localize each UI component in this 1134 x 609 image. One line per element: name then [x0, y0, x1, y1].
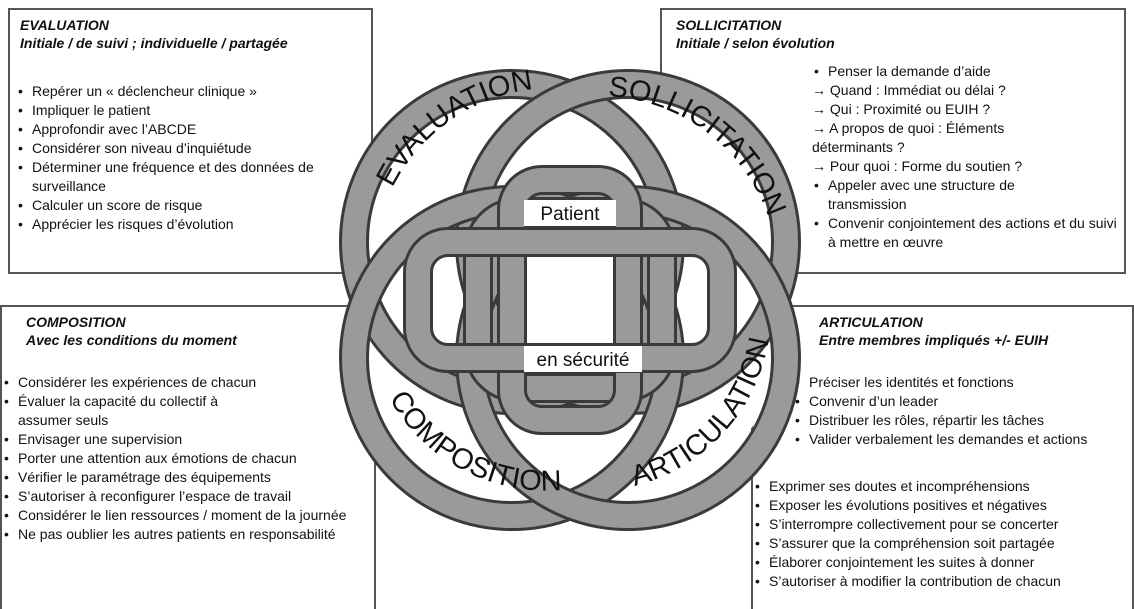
list-item: Repérer un « déclencheur clinique » — [16, 82, 331, 101]
articulation-title: ARTICULATION — [819, 314, 923, 330]
center-bottom-bg — [524, 346, 642, 372]
list-item: Appeler avec une structure de transmissi… — [812, 176, 1068, 214]
list-item: Exposer les évolutions positives et néga… — [753, 496, 1134, 515]
sollicitation-box: SOLLICITATION Initiale / selon évolution… — [660, 8, 1126, 274]
ring-evaluation-fill — [342, 72, 682, 412]
center-label-patient: Patient — [540, 204, 600, 225]
list-item: Distribuer les rôles, répartir les tâche… — [793, 411, 1133, 430]
list-item: Calculer un score de risque — [16, 196, 331, 215]
list-item: Ne pas oublier les autres patients en re… — [2, 525, 374, 544]
articulation-box: ARTICULATION Entre membres impliqués +/-… — [751, 305, 1134, 609]
evaluation-list: Repérer un « déclencheur clinique » Impl… — [16, 82, 331, 234]
ring-composition-fill — [342, 188, 682, 528]
composition-title: COMPOSITION — [26, 314, 126, 330]
list-item: → Quand : Immédiat ou délai ? — [812, 82, 1006, 98]
list-item: Convenir conjointement des actions et du… — [812, 214, 1128, 252]
list-item: Impliquer le patient — [16, 101, 331, 120]
list-item: Considérer le lien ressources / moment d… — [2, 506, 374, 525]
list-item: S’assurer que la compréhension soit part… — [753, 534, 1134, 553]
list-item: Déterminer une fréquence et des données … — [16, 158, 331, 196]
ring-label-composition: COMPOSITION — [383, 385, 562, 498]
list-item: Considérer son niveau d’inquiétude — [16, 139, 331, 158]
center-top-bg — [524, 200, 616, 226]
sollicitation-list: Penser la demande d’aide → Quand : Imméd… — [812, 62, 1117, 252]
composition-subtitle: Avec les conditions du moment — [26, 332, 237, 348]
list-item: S’autoriser à reconfigurer l’espace de t… — [2, 487, 374, 506]
ring-composition — [339, 185, 685, 531]
list-item: → Qui : Proximité ou EUIH ? — [812, 101, 991, 117]
list-item: Vérifier le paramétrage des équipements — [2, 468, 374, 487]
list-item: Considérer les expériences de chacun — [2, 373, 374, 392]
sollicitation-title: SOLLICITATION — [676, 17, 782, 33]
ring-label-evaluation: EVALUATION — [370, 64, 534, 191]
articulation-list-b: Exprimer ses doutes et incompréhensions … — [753, 477, 1134, 591]
list-item: S’autoriser à modifier la contribution d… — [753, 572, 1134, 591]
evaluation-title: EVALUATION — [20, 17, 109, 33]
list-item: Approfondir avec l’ABCDE — [16, 120, 331, 139]
ring-evaluation — [339, 69, 685, 415]
composition-box: COMPOSITION Avec les conditions du momen… — [0, 305, 376, 609]
evaluation-box: EVALUATION Initiale / de suivi ; individ… — [8, 8, 373, 274]
list-item: → Pour quoi : Forme du soutien ? — [812, 158, 1023, 174]
articulation-subtitle: Entre membres impliqués +/- EUIH — [819, 332, 1049, 348]
list-item: Porter une attention aux émotions de cha… — [2, 449, 374, 468]
list-item: Préciser les identités et fonctions — [793, 373, 1133, 392]
articulation-list-a: Préciser les identités et fonctions Conv… — [793, 373, 1133, 449]
list-item: Penser la demande d’aide — [812, 62, 1112, 81]
list-item: Envisager une supervision — [2, 430, 374, 449]
composition-list: Considérer les expériences de chacun Éva… — [2, 373, 374, 544]
list-item: Convenir d’un leader — [793, 392, 1133, 411]
list-item: Valider verbalement les demandes et acti… — [793, 430, 1089, 449]
list-item: → A propos de quoi : Éléments déterminan… — [812, 120, 1005, 155]
list-item: Exprimer ses doutes et incompréhensions — [753, 477, 1134, 496]
evaluation-subtitle: Initiale / de suivi ; individuelle / par… — [20, 35, 288, 51]
sollicitation-subtitle: Initiale / selon évolution — [676, 35, 835, 51]
list-item: Apprécier les risques d’évolution — [16, 215, 331, 234]
list-item: Élaborer conjointement les suites à donn… — [753, 553, 1134, 572]
list-item: Évaluer la capacité du collectif à assum… — [2, 392, 268, 430]
list-item: S’interrompre collectivement pour se con… — [753, 515, 1134, 534]
center-label-securite: en sécurité — [537, 350, 630, 371]
